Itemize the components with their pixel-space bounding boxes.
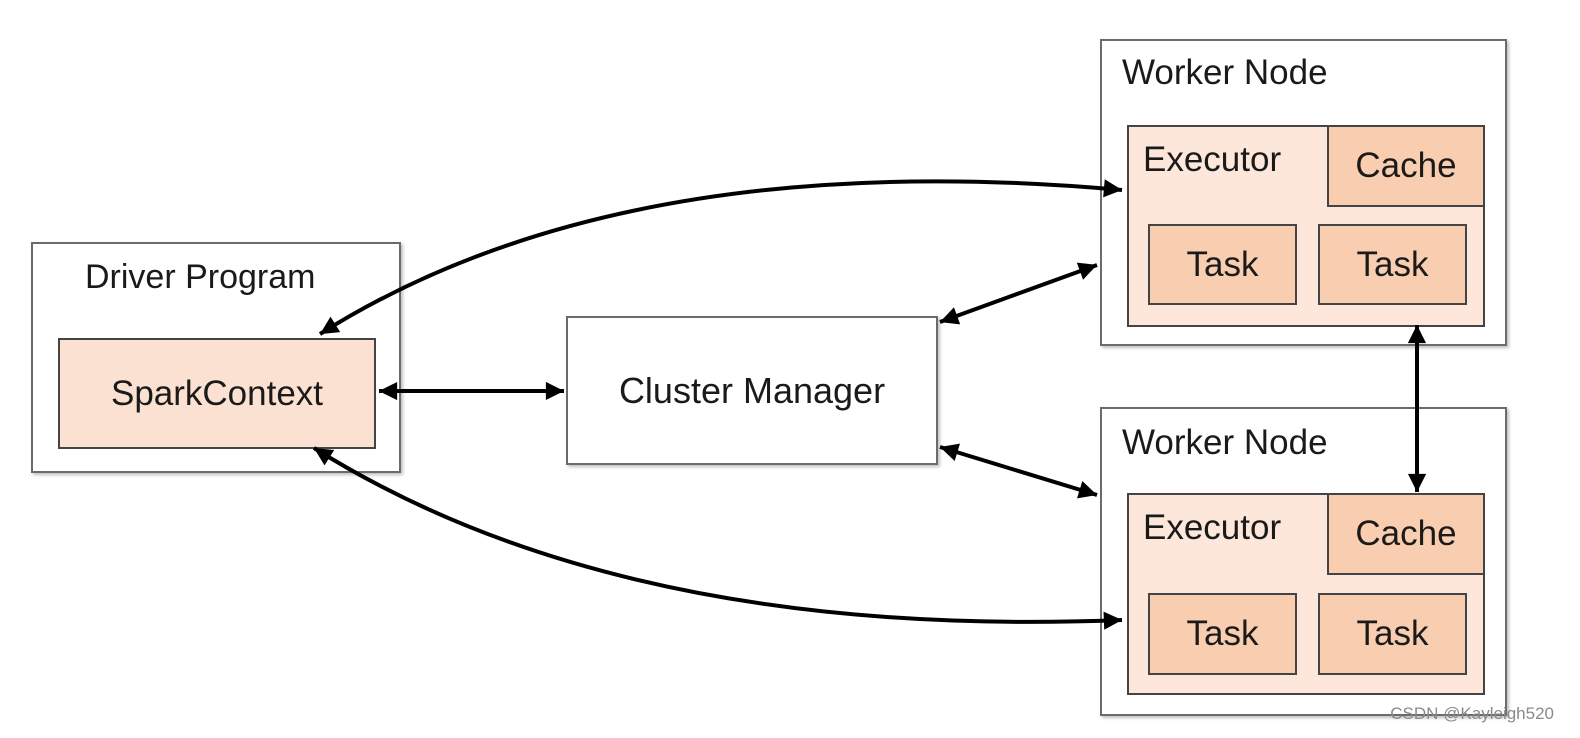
executor-box: Executor Cache Task Task [1127, 125, 1485, 327]
arrow-cluster-manager-worker-top [939, 262, 1098, 325]
worker-node-bottom: Worker Node Executor Cache Task Task [1100, 407, 1507, 716]
driver-program-title: Driver Program [85, 258, 316, 296]
task-box: Task [1318, 224, 1467, 305]
task-box: Task [1148, 224, 1297, 305]
sparkcontext-box: SparkContext [58, 338, 376, 449]
worker-node-title: Worker Node [1122, 423, 1328, 462]
cache-box: Cache [1327, 493, 1485, 575]
task-box: Task [1148, 593, 1297, 675]
sparkcontext-label: SparkContext [110, 373, 324, 413]
arrow-driver-executor-top [318, 179, 1123, 336]
cache-label: Cache [1355, 146, 1457, 185]
cluster-manager-label: Cluster Manager [618, 369, 886, 411]
cache-label: Cache [1355, 514, 1457, 553]
task-box: Task [1318, 593, 1467, 675]
arrow-cluster-manager-worker-bottom [939, 443, 1098, 499]
cluster-manager-box: Cluster Manager [566, 316, 938, 465]
cache-box: Cache [1327, 125, 1485, 207]
executor-box: Executor Cache Task Task [1127, 493, 1485, 695]
worker-node-top: Worker Node Executor Cache Task Task [1100, 39, 1507, 346]
task-label: Task [1356, 244, 1429, 284]
executor-label: Executor [1143, 140, 1282, 179]
watermark-text: CSDN @Kayleigh520 [1390, 704, 1554, 723]
driver-program-box: Driver Program SparkContext [31, 242, 401, 473]
task-label: Task [1186, 614, 1259, 653]
arrow-driver-executor-bottom [312, 446, 1123, 630]
task-label: Task [1356, 614, 1429, 653]
executor-label: Executor [1143, 508, 1282, 547]
worker-node-title: Worker Node [1122, 53, 1328, 92]
task-label: Task [1186, 244, 1259, 284]
